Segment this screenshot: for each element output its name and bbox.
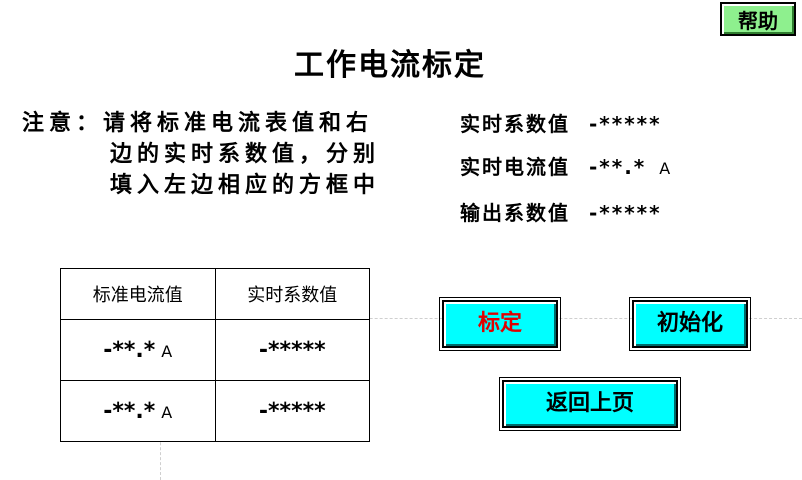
help-button[interactable]: 帮助 xyxy=(720,2,796,36)
realtime-coef-row: 实时系数值 -***** xyxy=(460,108,662,137)
output-coef-value: -***** xyxy=(588,201,662,225)
calibrate-button[interactable]: 标定 xyxy=(439,297,561,351)
initialize-button[interactable]: 初始化 xyxy=(629,297,751,351)
standard-current-cell[interactable]: -**.*A xyxy=(60,380,216,442)
realtime-coef-cell[interactable]: -***** xyxy=(214,380,370,442)
note-line-1: 注意：请将标准电流表值和右 xyxy=(22,111,374,136)
note-line-2: 边的实时系数值，分别 xyxy=(110,142,381,167)
header-standard-current: 标准电流值 xyxy=(60,268,216,320)
table-row: -**.*A -***** xyxy=(60,319,370,381)
header-realtime-coef: 实时系数值 xyxy=(214,268,370,320)
output-coef-row: 输出系数值 -***** xyxy=(460,197,662,226)
standard-current-cell[interactable]: -**.*A xyxy=(60,319,216,381)
page-title: 工作电流标定 xyxy=(294,48,486,83)
realtime-coef-value: -***** xyxy=(588,112,662,136)
back-button[interactable]: 返回上页 xyxy=(499,377,681,431)
instruction-note: 注意：请将标准电流表值和右 边的实时系数值，分别 填入左边相应的方框中 xyxy=(22,108,412,201)
current-unit: A xyxy=(161,402,173,422)
standard-current-value: -**.* xyxy=(103,398,156,424)
note-line-3: 填入左边相应的方框中 xyxy=(110,173,381,198)
realtime-current-value: -**.* xyxy=(588,155,647,179)
realtime-coef-cell[interactable]: -***** xyxy=(214,319,370,381)
table-row: -**.*A -***** xyxy=(60,380,370,442)
calibration-table: 标准电流值 实时系数值 -**.*A -***** -**.*A -***** xyxy=(60,268,370,442)
realtime-current-row: 实时电流值 -**.* A xyxy=(460,151,672,180)
table-header-row: 标准电流值 实时系数值 xyxy=(60,268,370,320)
current-unit: A xyxy=(161,341,173,361)
realtime-coef-cell-value: -***** xyxy=(258,398,326,424)
realtime-coef-cell-value: -***** xyxy=(258,337,326,363)
realtime-coef-label: 实时系数值 xyxy=(460,112,570,136)
standard-current-value: -**.* xyxy=(103,337,156,363)
realtime-current-label: 实时电流值 xyxy=(460,155,570,179)
realtime-current-unit: A xyxy=(659,159,673,178)
output-coef-label: 输出系数值 xyxy=(460,201,570,225)
